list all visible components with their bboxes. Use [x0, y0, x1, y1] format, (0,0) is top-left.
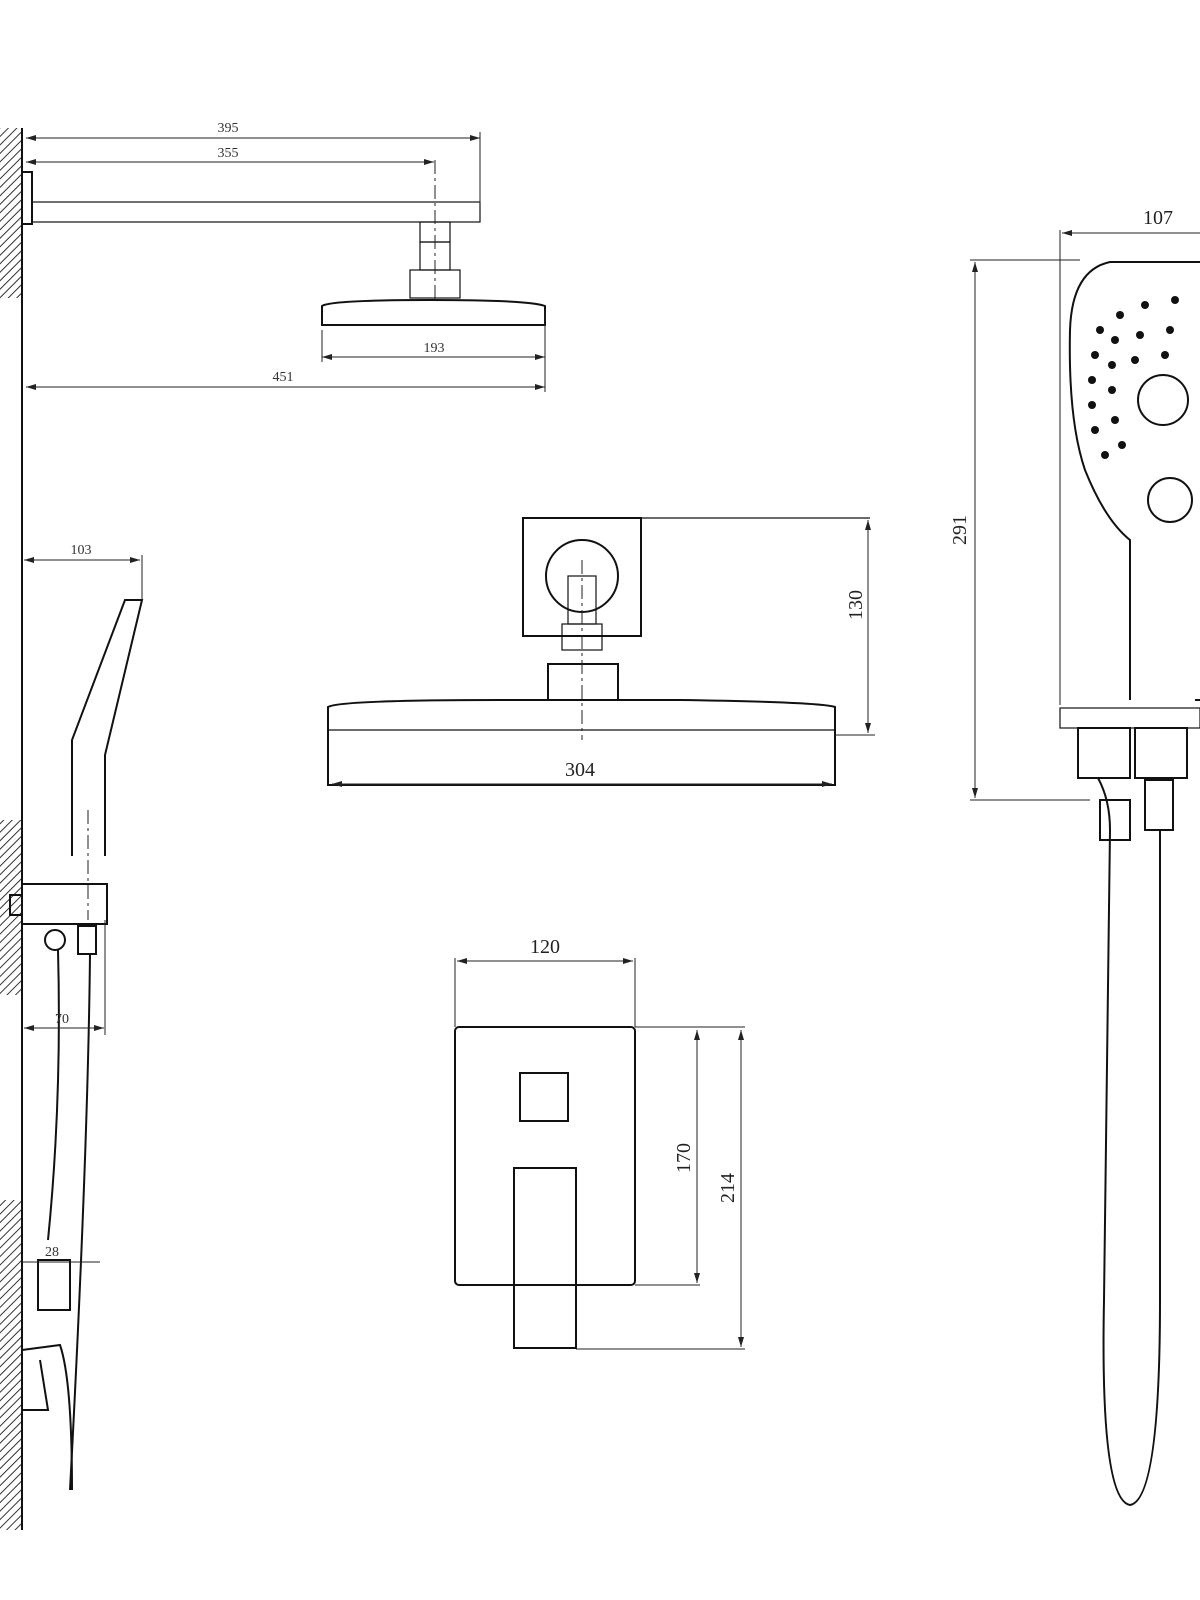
- dim-head-small-width: 193: [424, 341, 445, 356]
- dim-handshower-width: 107: [1143, 207, 1173, 229]
- shower-arm: [21, 160, 546, 326]
- mixer-front-view: 120 170 214: [454, 936, 745, 1350]
- dim-mixer-overall-height: 214: [717, 1173, 739, 1203]
- side-view: 395 355 193 451 103 70 28: [0, 121, 546, 1530]
- dim-mixer-plate-height: 170: [673, 1143, 695, 1173]
- dim-head-height: 130: [845, 590, 867, 620]
- dim-overall-projection: 451: [273, 370, 294, 385]
- dim-outlet-projection: 28: [45, 1245, 59, 1260]
- dim-arm-overall: 395: [218, 121, 239, 136]
- dim-head-width: 304: [565, 759, 595, 781]
- dim-arm-to-head: 355: [218, 146, 239, 161]
- handshower-front-view: 107 291: [949, 207, 1200, 1507]
- dim-handshower-projection: 103: [71, 543, 92, 558]
- shower-head-front-view: 130 304: [327, 517, 875, 787]
- dim-bracket-projection: 70: [55, 1012, 69, 1027]
- wall-hatch-bottom: [0, 1200, 22, 1530]
- spray-nozzles: [1088, 296, 1179, 459]
- handshower-side: [9, 599, 144, 1491]
- wall-hatch-top: [0, 128, 22, 298]
- dim-handshower-height: 291: [949, 515, 971, 545]
- dim-mixer-plate-width: 120: [530, 936, 560, 958]
